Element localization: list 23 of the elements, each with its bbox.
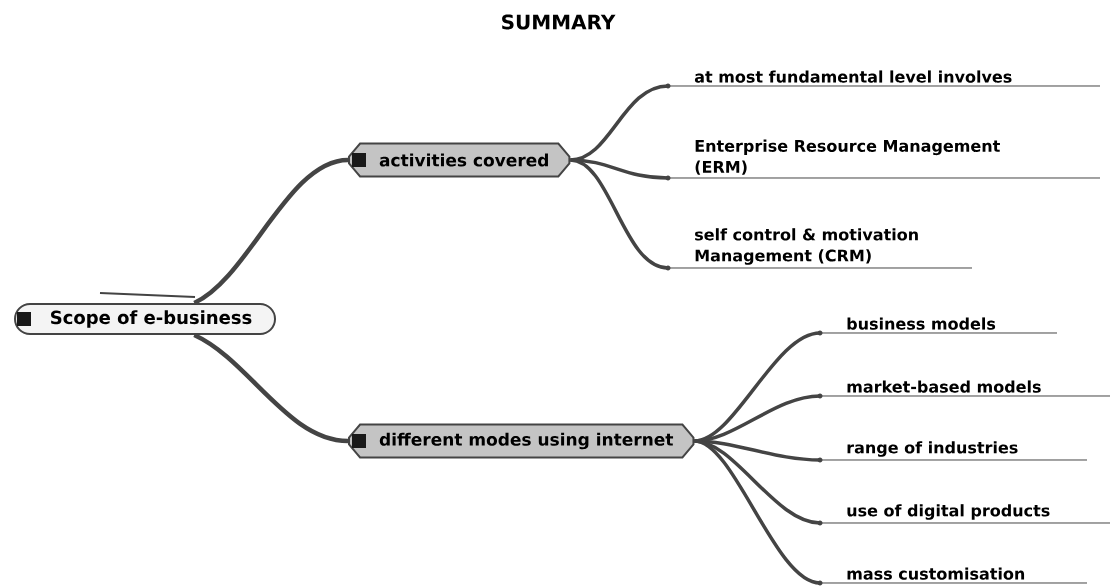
node-label: mass customisation bbox=[847, 567, 1025, 580]
underlined-topic: business models bbox=[817, 317, 1058, 336]
branch-line bbox=[694, 439, 821, 462]
node-label: at most fundamental level involves bbox=[694, 70, 1012, 83]
title: SUMMARY bbox=[502, 14, 616, 30]
branch-line bbox=[193, 157, 349, 305]
underlined-topic: mass customisation bbox=[817, 567, 1088, 586]
branch-box: activities covered bbox=[348, 142, 571, 178]
branch-box: different modes using internet bbox=[348, 423, 695, 459]
underlined-topic: self control & motivation Management (CRM) bbox=[665, 228, 973, 271]
node-label: market-based models bbox=[847, 380, 1041, 393]
node-label: range of industries bbox=[847, 441, 1018, 457]
node-label: business models bbox=[847, 317, 996, 330]
underlined-topic: range of industries bbox=[817, 441, 1088, 463]
underlined-topic: market-based models bbox=[817, 380, 1111, 399]
node-label: use of digital products bbox=[847, 504, 1050, 520]
branch-line bbox=[570, 158, 669, 270]
node-label: self control & motivation Management (CRM) bbox=[695, 228, 918, 265]
branch-line bbox=[193, 333, 349, 444]
underlined-topic: Enterprise Resource Management (ERM) bbox=[665, 139, 1101, 181]
node-label: Enterprise Resource Management (ERM) bbox=[695, 139, 1000, 175]
underlined-topic: at most fundamental level involves bbox=[665, 70, 1101, 89]
underlined-topic: use of digital products bbox=[817, 504, 1111, 526]
